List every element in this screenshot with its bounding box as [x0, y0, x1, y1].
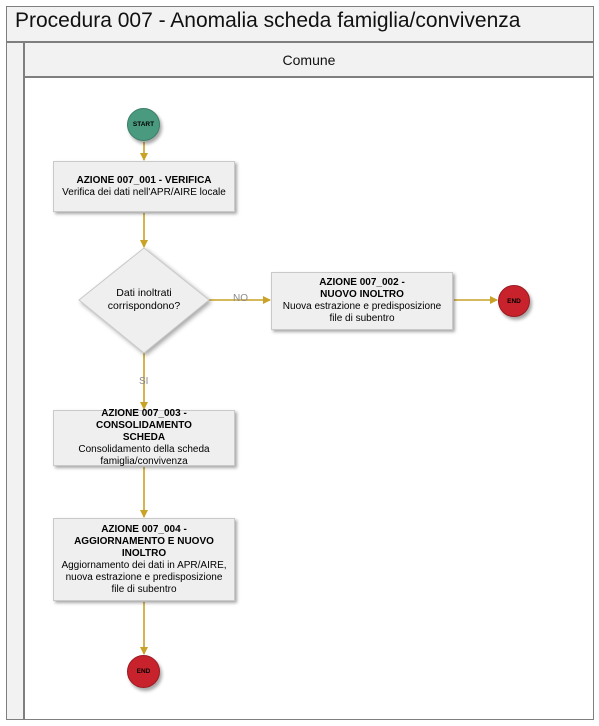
task-consolidamento: AZIONE 007_003 - CONSOLIDAMENTO SCHEDA C… [53, 408, 235, 467]
end-event-right-label: END [507, 297, 521, 305]
task-verifica-desc: Verifica dei dati nell'APR/AIRE locale [62, 186, 226, 198]
end-event-bottom-label: END [136, 668, 151, 675]
task-consolidamento-title: AZIONE 007_003 - CONSOLIDAMENTO SCHEDA [96, 408, 192, 443]
task-nuovo-inoltro: AZIONE 007_002 - NUOVO INOLTRO Nuova est… [271, 272, 453, 330]
end-event-right: END [498, 285, 530, 317]
edge-label-si: SI [139, 376, 149, 387]
pool-side-strip [6, 42, 24, 720]
task-verifica-title: AZIONE 007_001 - VERIFICA [76, 174, 212, 186]
decision-gateway [78, 247, 210, 354]
edge-label-no: NO [233, 293, 248, 304]
gateway-question: Dati inoltrati corrispondono? [107, 287, 181, 312]
pool-header: Procedura 007 - Anomalia scheda famiglia… [6, 6, 594, 42]
pool-title: Procedura 007 - Anomalia scheda famiglia… [15, 9, 521, 32]
start-event-label: START [132, 121, 155, 128]
task-aggiornamento-title: AZIONE 007_004 - AGGIORNAMENTO E NUOVO I… [74, 523, 214, 559]
end-event-bottom: END [127, 655, 160, 688]
lane-header: Comune [24, 42, 594, 77]
lane-title: Comune [282, 52, 336, 68]
task-nuovo-inoltro-title: AZIONE 007_002 - NUOVO INOLTRO [319, 277, 405, 300]
task-nuovo-inoltro-desc: Nuova estrazione e predisposizione file … [282, 301, 442, 324]
task-consolidamento-desc: Consolidamento della scheda famiglia/con… [78, 444, 210, 467]
task-verifica: AZIONE 007_001 - VERIFICA Verifica dei d… [53, 161, 235, 212]
task-aggiornamento: AZIONE 007_004 - AGGIORNAMENTO E NUOVO I… [53, 518, 235, 601]
task-aggiornamento-desc: Aggiornamento dei dati in APR/AIRE, nuov… [61, 559, 227, 595]
start-event: START [127, 108, 160, 141]
